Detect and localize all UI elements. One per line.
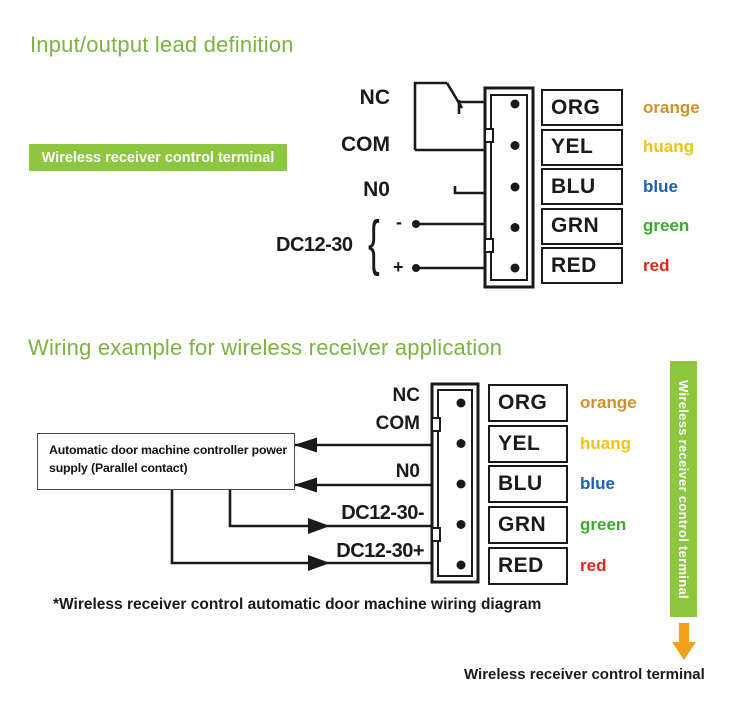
section2-title: Wiring example for wireless receiver app… (28, 335, 503, 360)
dc-brace: { (368, 208, 380, 277)
connector-notch (484, 128, 494, 143)
label-dc12-30: DC12-30 (276, 234, 353, 256)
wire-color-names-2: orange huang blue green red (580, 384, 637, 585)
vertical-terminal-bar: Wireless receiver control terminal (670, 361, 697, 617)
plus-sign: + (393, 257, 404, 277)
no-wire (453, 186, 487, 195)
wire-box-yel: YEL (541, 128, 623, 166)
diagram2-arrowheads (294, 437, 330, 571)
wire-color-orange: orange (643, 97, 700, 117)
terminal-footer-label: Wireless receiver control terminal (464, 666, 705, 683)
arrowhead-right (308, 555, 330, 571)
connector-notch (431, 417, 441, 432)
diagram1-wire-dots (412, 220, 420, 272)
label-com: COM (341, 133, 390, 156)
label-dc12-30-minus: DC12-30- (341, 502, 424, 524)
diagram2-wires (170, 443, 432, 565)
label-no: N0 (363, 178, 390, 201)
label-no: N0 (395, 461, 420, 482)
down-arrow-icon (672, 623, 696, 660)
wire-color-green: green (580, 515, 627, 535)
minus-sign: - (396, 212, 402, 232)
arrowhead-right (308, 518, 330, 534)
diagram1-connector (483, 86, 535, 289)
wire-box-blu: BLU (541, 168, 623, 205)
wire-box-blu: BLU (488, 465, 568, 504)
dc-plus-wire (170, 489, 432, 565)
label-nc: NC (359, 86, 390, 109)
wire-color-blue: blue (643, 176, 678, 196)
wire-box-yel: YEL (488, 424, 568, 463)
wire-color-green: green (643, 216, 690, 235)
dc-minus-wire (228, 489, 432, 528)
label-nc: NC (392, 385, 420, 406)
connector-notch (484, 238, 494, 253)
connector-pins (456, 398, 466, 570)
wire-code-boxes-2: ORG YEL BLU GRN RED (488, 384, 568, 585)
wire-color-huang: huang (580, 433, 631, 453)
wire-box-org: ORG (488, 384, 568, 422)
wireless-receiver-badge: Wireless receiver control terminal (29, 144, 287, 171)
wire-box-red: RED (488, 546, 568, 585)
wire-color-red: red (580, 555, 607, 575)
label-com: COM (375, 413, 420, 434)
wire-box-org: ORG (541, 89, 623, 126)
wire-color-names-1: orange huang blue green red (643, 89, 700, 284)
diagram2-connector (430, 382, 480, 584)
label-dc12-30-plus: DC12-30+ (336, 540, 424, 562)
section1-title: Input/output lead definition (30, 32, 294, 57)
diagram1-wires (413, 81, 487, 270)
diagram-caption: *Wireless receiver control automatic doo… (53, 596, 542, 613)
arrowhead-left (294, 437, 317, 453)
arrowhead-left (294, 477, 317, 493)
connector-pins (510, 99, 520, 273)
wire-color-orange: orange (580, 393, 637, 412)
vertical-terminal-bar-label: Wireless receiver control terminal (676, 379, 691, 599)
wire-color-red: red (643, 255, 670, 275)
wire-box-grn: GRN (541, 207, 623, 245)
wire-color-blue: blue (580, 474, 615, 494)
switch-frame-line (413, 81, 447, 150)
wire-color-huang: huang (643, 137, 694, 156)
wire-box-grn: GRN (488, 506, 568, 545)
connector-notch (431, 527, 441, 542)
power-supply-box: Automatic door machine controller power … (37, 433, 295, 490)
wire-code-boxes-1: ORG YEL BLU GRN RED (541, 89, 623, 284)
wire-box-red: RED (541, 247, 623, 284)
